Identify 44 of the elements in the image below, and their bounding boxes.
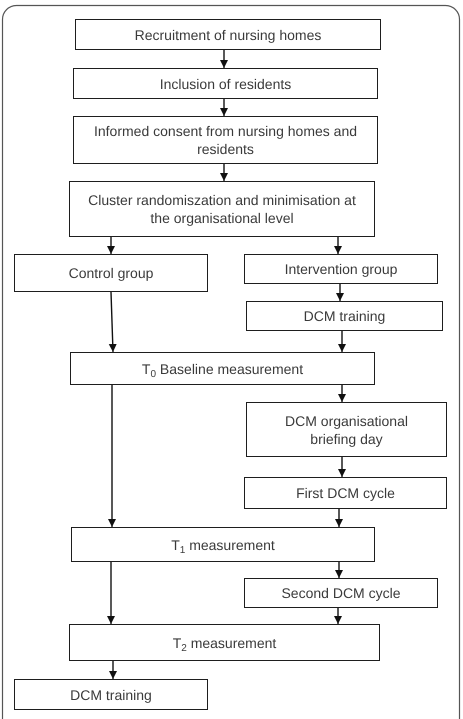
- step-label: Cluster randomiszation and minimisation at the organisational level: [87, 191, 357, 227]
- step-label: T$_{0}$ Baseline measurement: [142, 360, 304, 378]
- arrow: [108, 292, 117, 352]
- process-box: [14, 254, 208, 292]
- arrow: [334, 237, 342, 254]
- process-box: [73, 116, 378, 164]
- arrow: [108, 385, 116, 527]
- process-box: [69, 181, 375, 237]
- step-label: Control group: [68, 264, 154, 282]
- step-label: Intervention group: [284, 260, 398, 278]
- arrow: [336, 284, 344, 301]
- step-label: Second DCM cycle: [281, 584, 401, 602]
- process-box: [71, 527, 375, 562]
- process-box: [75, 19, 381, 50]
- arrow: [109, 661, 117, 679]
- arrow: [338, 385, 346, 402]
- arrow: [220, 99, 228, 116]
- arrow: [107, 562, 115, 624]
- arrow: [338, 457, 346, 477]
- step-label: DCM organisational briefing day: [284, 412, 409, 448]
- arrow: [338, 331, 346, 352]
- step-label: Inclusion of residents: [160, 74, 292, 92]
- arrow: [220, 50, 228, 68]
- step-label: DCM training: [304, 307, 386, 325]
- process-box: [69, 624, 380, 661]
- step-label: DCM training: [70, 686, 152, 704]
- process-box: [246, 301, 443, 331]
- step-label: T$_{2}$ measurement: [172, 634, 276, 652]
- arrow: [335, 562, 343, 578]
- step-label: Informed consent from nursing homes and residents: [92, 122, 358, 158]
- arrow: [107, 237, 115, 254]
- arrow: [334, 608, 342, 624]
- process-box: [70, 352, 375, 385]
- arrow: [220, 164, 228, 181]
- process-box: [246, 402, 447, 457]
- step-label: First DCM cycle: [296, 484, 395, 502]
- process-box: [244, 254, 438, 284]
- step-label: Recruitment of nursing homes: [134, 26, 322, 44]
- process-box: [244, 477, 447, 509]
- process-box: [244, 578, 438, 608]
- process-box: [73, 68, 378, 99]
- arrow: [335, 509, 343, 527]
- process-box: [14, 679, 208, 710]
- step-label: T$_{1}$ measurement: [171, 536, 275, 554]
